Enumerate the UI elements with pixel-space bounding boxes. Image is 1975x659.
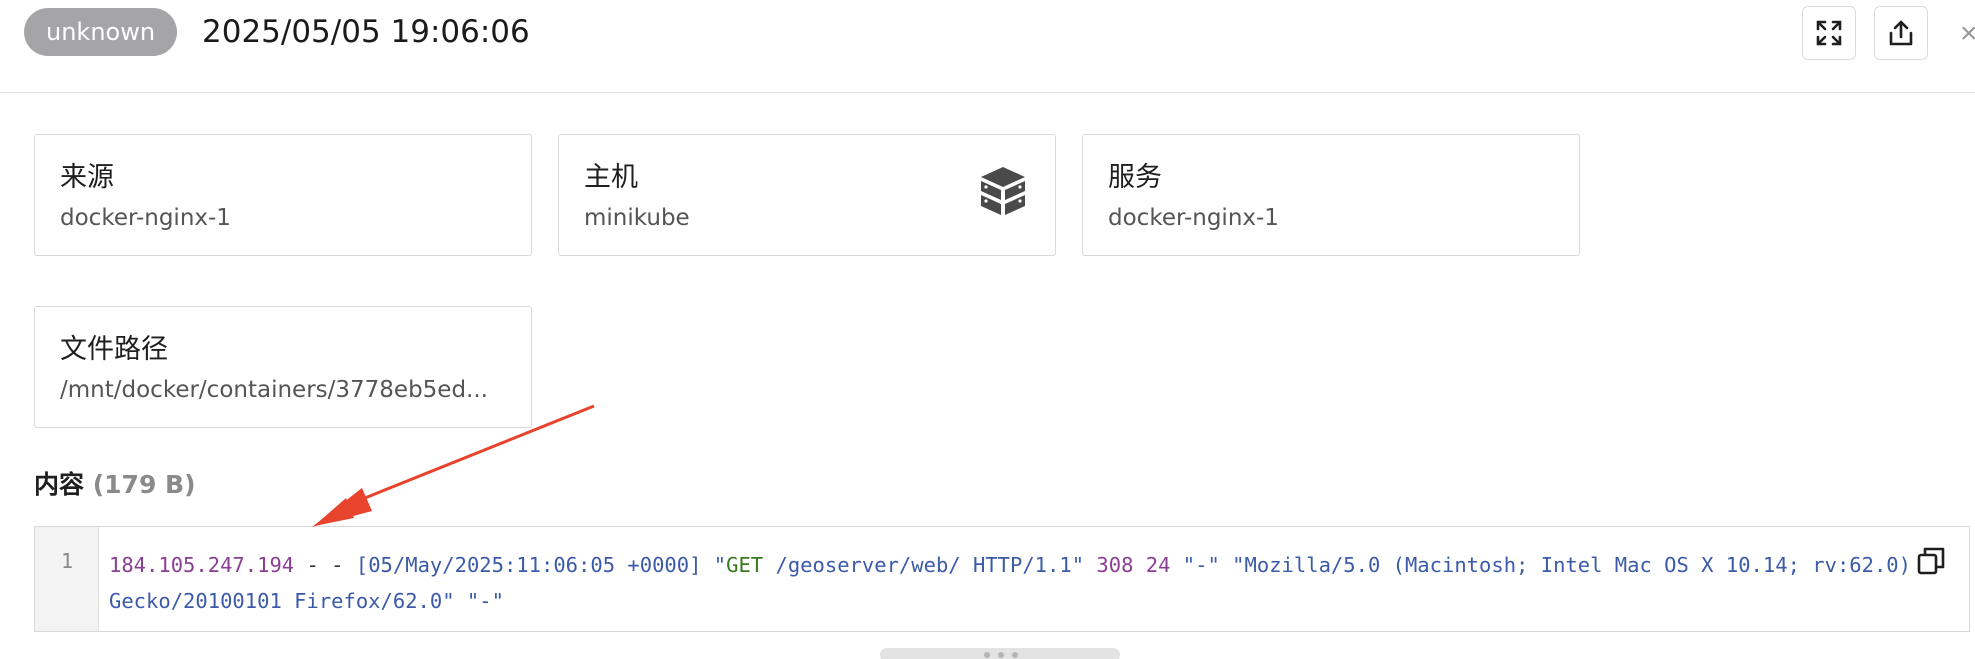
log-detail-header: unknown 2025/05/05 19:06:06 ×: [0, 0, 1975, 93]
log-level-badge: unknown: [24, 8, 178, 56]
card-source: 来源 docker-nginx-1: [34, 134, 532, 256]
fullscreen-button[interactable]: [1802, 6, 1856, 60]
log-content-viewer[interactable]: 1 184.105.247.194 - - [05/May/2025:11:06…: [34, 526, 1970, 632]
log-line[interactable]: 184.105.247.194 - - [05/May/2025:11:06:0…: [109, 547, 1919, 619]
close-button[interactable]: ×: [1960, 17, 1975, 50]
content-section-title: 内容 (179 B): [34, 468, 196, 502]
card-service: 服务 docker-nginx-1: [1082, 134, 1580, 256]
expand-icon: [1816, 20, 1842, 46]
card-file-path: 文件路径 /mnt/docker/containers/3778eb5ed...: [34, 306, 532, 428]
line-number: 1: [60, 549, 74, 573]
resize-dot: [1012, 652, 1018, 658]
card-file-path-value: /mnt/docker/containers/3778eb5ed...: [60, 377, 488, 403]
token-method: GET: [726, 553, 764, 577]
content-size: (179 B): [92, 470, 196, 499]
token-ip: 184.105.247.194: [109, 553, 295, 577]
line-gutter: 1: [35, 527, 99, 631]
card-host-value: minikube: [584, 205, 690, 231]
share-upload-icon: [1889, 20, 1913, 46]
resize-dot: [998, 652, 1004, 658]
log-timestamp: 2025/05/05 19:06:06: [202, 14, 530, 50]
token-rest: "-" "Mozilla/5.0 (Macintosh; Intel Mac O…: [109, 553, 1924, 613]
token-status: 308: [1084, 553, 1134, 577]
token-quote: ": [701, 553, 727, 577]
token-dashes: - -: [294, 553, 356, 577]
server-stack-icon: [981, 167, 1025, 215]
copy-icon[interactable]: [1915, 545, 1947, 577]
share-button[interactable]: [1874, 6, 1928, 60]
resize-dot: [984, 652, 990, 658]
card-source-label: 来源: [60, 162, 114, 193]
card-host-label: 主机: [584, 162, 638, 193]
card-service-value: docker-nginx-1: [1108, 205, 1279, 231]
card-service-label: 服务: [1108, 162, 1162, 193]
token-date: [05/May/2025:11:06:05 +0000]: [355, 553, 702, 577]
card-file-path-label: 文件路径: [60, 334, 168, 365]
token-bytes: 24: [1133, 553, 1171, 577]
card-host[interactable]: 主机 minikube: [558, 134, 1056, 256]
content-title-text: 内容: [34, 470, 85, 499]
card-source-value: docker-nginx-1: [60, 205, 231, 231]
token-path: /geoserver/web/ HTTP/1.1": [763, 553, 1085, 577]
